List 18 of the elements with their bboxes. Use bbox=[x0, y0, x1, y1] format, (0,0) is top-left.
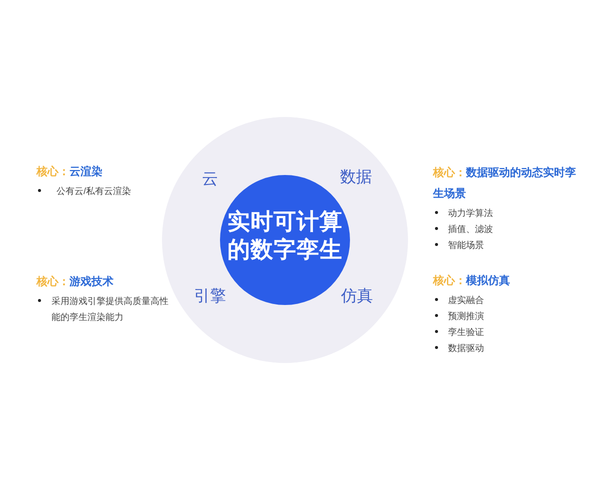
circle-label: 仿真 bbox=[341, 287, 373, 307]
section-heading: 核心：数据驱动的动态实时孪生场景 bbox=[433, 166, 577, 202]
section-heading: 核心：云渲染 bbox=[36, 164, 102, 180]
list-item-text: 智能场景 bbox=[448, 238, 484, 252]
circle-label: 引擎 bbox=[194, 287, 226, 307]
section-heading: 核心：模拟仿真 bbox=[433, 274, 510, 288]
list-item-text: 孪生验证 bbox=[448, 326, 484, 338]
list-item-text: 虚实融合 bbox=[448, 294, 484, 306]
list-item-text: 插值、滤波 bbox=[448, 222, 493, 236]
list-item-text: 预测推演 bbox=[448, 310, 484, 322]
center-title: 实时可计算的数字孪生 bbox=[226, 208, 344, 264]
list-item-text: 采用游戏引擎提供高质量高性能的孪生渲染能力 bbox=[52, 294, 170, 324]
section-heading: 核心：游戏技术 bbox=[36, 274, 114, 290]
circle-label: 数据 bbox=[340, 168, 372, 188]
circle-label: 云 bbox=[202, 170, 218, 190]
list-item-text: 动力学算法 bbox=[448, 206, 493, 220]
list-item-text: 数据驱动 bbox=[448, 342, 484, 354]
list-item-text: 公有云/私有云渲染 bbox=[56, 184, 132, 198]
